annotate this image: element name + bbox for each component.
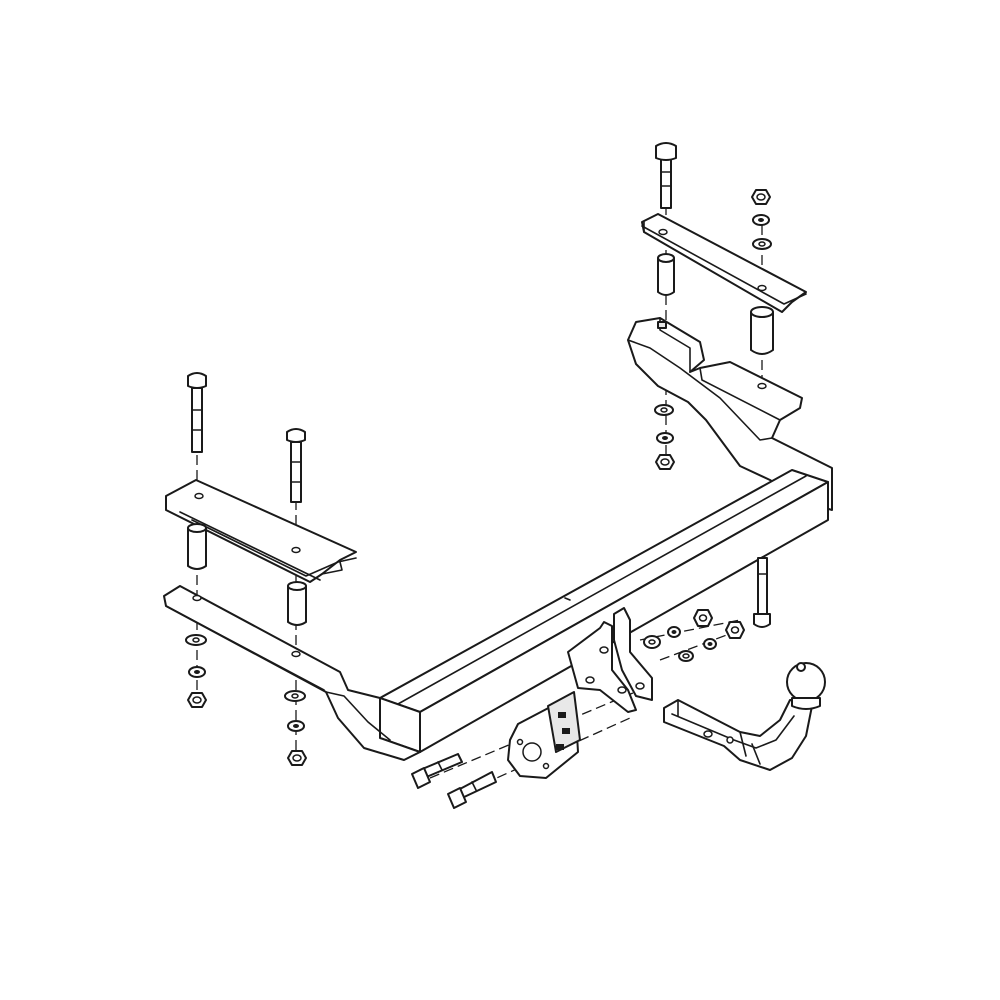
left-spring-washer-icon <box>188 666 206 678</box>
left-nut-icon <box>187 692 207 708</box>
right-bottom-washer-icon <box>654 404 674 416</box>
left-rear-nut-icon <box>287 750 307 766</box>
front-bolt-icon <box>411 753 463 789</box>
right-top-bolt-icon <box>655 142 677 209</box>
right-top-spring-washer-icon <box>752 214 770 226</box>
left-washer-icon <box>185 634 207 646</box>
left-rear-spacer-tube-icon <box>287 581 307 626</box>
center-lower-washer-icon <box>678 650 694 662</box>
center-mounting-plates <box>567 607 653 713</box>
socket-plate-icon <box>507 691 581 779</box>
right-spacer-tube-icon <box>657 253 675 296</box>
left-short-bolt-icon <box>286 428 306 503</box>
left-side-bracket <box>163 585 421 761</box>
right-vertical-bolt-icon <box>753 557 771 628</box>
right-clamp-plate <box>641 213 807 313</box>
rear-bolt-icon <box>447 771 497 809</box>
center-lower-nut-icon <box>725 621 745 639</box>
right-top-nut-icon <box>751 189 771 205</box>
left-spacer-tube-icon <box>187 523 207 570</box>
left-rear-spring-washer-icon <box>287 720 305 732</box>
left-rear-washer-icon <box>284 690 306 702</box>
tow-ball-icon <box>786 662 826 710</box>
right-bottom-spring-washer-icon <box>656 432 674 444</box>
right-rear-spacer-tube-icon <box>750 306 774 355</box>
center-lower-spring-washer-icon <box>703 638 717 650</box>
left-long-bolt-icon <box>187 372 207 453</box>
tow-ball-neck <box>663 699 813 771</box>
right-bottom-nut-icon <box>655 454 675 470</box>
left-clamp-plate <box>165 479 357 583</box>
right-side-bracket <box>627 317 833 511</box>
right-top-washer-icon <box>752 238 772 250</box>
center-washer-icon <box>643 635 661 649</box>
center-spring-washer-icon <box>667 626 681 638</box>
center-nut-icon <box>693 609 713 627</box>
